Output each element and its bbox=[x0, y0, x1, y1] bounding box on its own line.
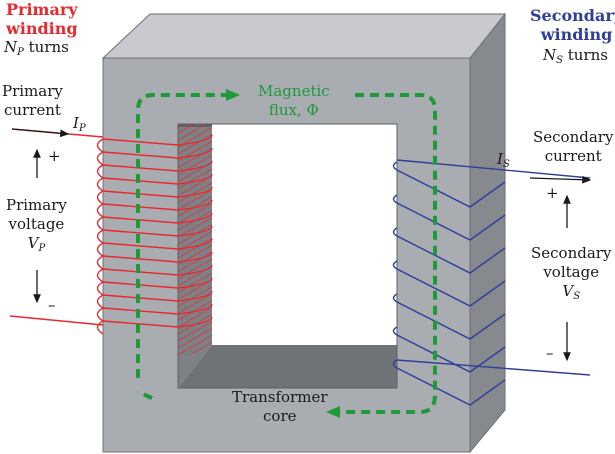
primary-winding-turn bbox=[102, 160, 213, 172]
primary-current-label: Primary current bbox=[2, 82, 63, 120]
primary-winding-turn bbox=[102, 173, 213, 185]
primary-turns-label: NP turns bbox=[4, 38, 69, 58]
core-side-face bbox=[469, 12, 506, 454]
secondary-winding-turn bbox=[392, 293, 506, 340]
primary-winding-turn-edge bbox=[96, 138, 104, 153]
primary-turns-subscript: P bbox=[17, 47, 24, 58]
primary-winding-turn bbox=[102, 316, 213, 328]
secondary-current-line2: current bbox=[544, 147, 602, 165]
primary-winding-turn-edge bbox=[96, 229, 104, 244]
primary-winding-turn-edge bbox=[96, 190, 104, 205]
primary-winding-turn bbox=[102, 199, 213, 211]
primary-current-arrow bbox=[11, 128, 70, 138]
secondary-turns-word: turns bbox=[567, 46, 608, 64]
secondary-voltage-label: Secondary voltage VS bbox=[531, 244, 612, 302]
core-top-face bbox=[101, 13, 507, 59]
secondary-turns-symbol: N bbox=[543, 46, 557, 64]
secondary-voltage-line2: voltage bbox=[543, 263, 600, 281]
primary-winding-turn bbox=[102, 238, 213, 250]
core-window-bottom-wall bbox=[178, 345, 397, 388]
core-line2: core bbox=[263, 407, 297, 425]
secondary-winding-turn bbox=[392, 359, 506, 406]
secondary-turns-subscript: S bbox=[556, 55, 563, 66]
primary-winding bbox=[9, 124, 213, 360]
transformer-core-label: Transformer core bbox=[232, 388, 328, 426]
primary-winding-turn bbox=[102, 290, 213, 302]
primary-winding-turn-edge bbox=[96, 216, 104, 231]
primary-voltage-symbol: V bbox=[27, 234, 39, 252]
secondary-winding-turn bbox=[392, 161, 506, 208]
secondary-heading-line1: Secondary bbox=[530, 6, 615, 25]
primary-winding-turn-edge bbox=[96, 320, 104, 335]
primary-voltage-subscript: P bbox=[38, 243, 46, 254]
primary-winding-turn bbox=[102, 212, 213, 224]
secondary-heading-line2: winding bbox=[540, 25, 613, 44]
flux-path bbox=[136, 93, 437, 414]
primary-winding-turn-edge bbox=[96, 281, 104, 296]
primary-current-line2: current bbox=[3, 101, 61, 119]
secondary-voltage-line1: Secondary bbox=[531, 244, 612, 262]
primary-turns-word: turns bbox=[28, 38, 69, 56]
primary-winding-turn-edge bbox=[96, 164, 104, 179]
primary-winding-turn bbox=[102, 264, 213, 276]
primary-winding-turn bbox=[102, 251, 213, 263]
core-window-back bbox=[178, 124, 397, 388]
primary-winding-turn-edge bbox=[96, 177, 104, 192]
core-line1: Transformer bbox=[232, 388, 328, 406]
primary-winding-turn-edge bbox=[96, 242, 104, 257]
secondary-current-symbol-label: IS bbox=[497, 150, 510, 170]
flux-arrow-top bbox=[226, 89, 240, 101]
primary-winding-turn bbox=[102, 303, 213, 315]
flux-line1: Magnetic bbox=[258, 82, 330, 100]
secondary-current-arrow bbox=[529, 175, 592, 184]
primary-winding-turn-edge bbox=[96, 151, 104, 166]
flux-arrow-bottom bbox=[326, 406, 340, 418]
primary-heading-line1: Primary bbox=[6, 0, 78, 19]
secondary-current-line1: Secondary bbox=[533, 128, 614, 146]
primary-winding-turn-edge bbox=[96, 307, 104, 322]
secondary-current-symbol: I bbox=[497, 150, 503, 168]
secondary-winding-heading: Secondary winding bbox=[530, 6, 615, 44]
primary-current-symbol: I bbox=[73, 114, 79, 132]
secondary-current-subscript: S bbox=[502, 159, 510, 170]
secondary-winding-turn bbox=[392, 194, 506, 241]
secondary-winding bbox=[392, 159, 591, 406]
primary-winding-turn bbox=[102, 277, 213, 289]
primary-plus-sign: + bbox=[48, 147, 61, 165]
flux-line2: flux, Φ bbox=[268, 101, 319, 119]
primary-current-subscript: P bbox=[78, 123, 86, 134]
primary-voltage-line1: Primary bbox=[6, 196, 67, 214]
primary-minus-sign: – bbox=[48, 296, 56, 314]
primary-turns-symbol: N bbox=[4, 38, 18, 56]
primary-winding-heading: Primary winding bbox=[6, 0, 78, 38]
secondary-current-label: Secondary current bbox=[533, 128, 613, 166]
secondary-plus-sign: + bbox=[546, 184, 559, 202]
primary-winding-turn bbox=[102, 134, 213, 146]
primary-winding-turn-edge bbox=[96, 294, 104, 309]
secondary-winding-turn bbox=[392, 326, 506, 373]
secondary-winding-turn bbox=[392, 227, 506, 274]
primary-voltage-line2: voltage bbox=[8, 215, 65, 233]
primary-heading-line2: winding bbox=[6, 19, 78, 38]
primary-voltage-label: Primary voltage VP bbox=[6, 196, 67, 254]
secondary-winding-turn bbox=[392, 260, 506, 307]
primary-winding-turn-edge bbox=[96, 255, 104, 270]
primary-winding-turn-edge bbox=[96, 203, 104, 218]
primary-winding-turn bbox=[102, 225, 213, 237]
primary-current-line1: Primary bbox=[2, 82, 63, 100]
secondary-minus-sign: – bbox=[546, 344, 554, 362]
secondary-turns-label: NS turns bbox=[543, 46, 608, 66]
primary-winding-turn bbox=[102, 186, 213, 198]
primary-winding-turn-edge bbox=[96, 268, 104, 283]
primary-winding-turn bbox=[102, 147, 213, 159]
magnetic-flux-label: Magnetic flux, Φ bbox=[258, 82, 330, 120]
primary-current-symbol-label: IP bbox=[73, 114, 86, 134]
secondary-voltage-symbol: V bbox=[562, 282, 574, 300]
secondary-voltage-subscript: S bbox=[573, 291, 581, 302]
